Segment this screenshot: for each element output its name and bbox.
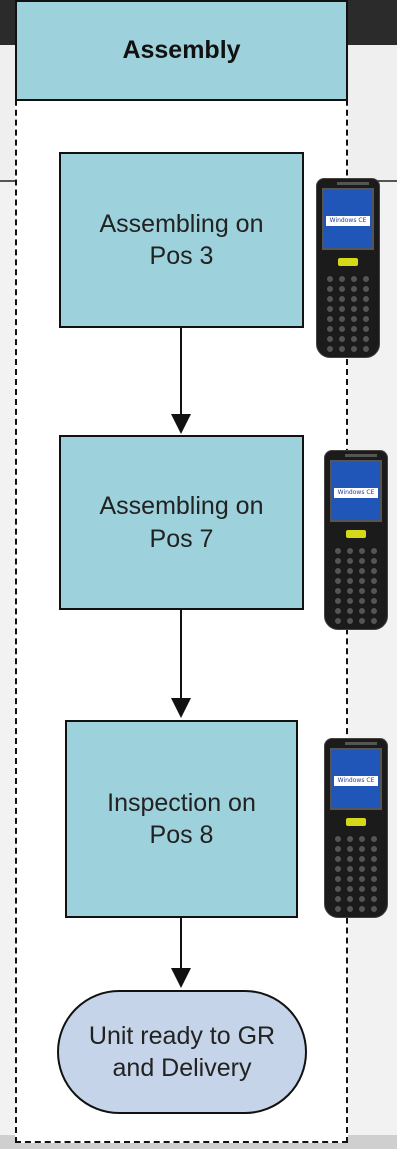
handheld-terminal-icon: Windows CE	[312, 178, 384, 358]
terminator-end: Unit ready to GR and Delivery	[57, 990, 307, 1114]
process-label: Assembling on Pos 7	[99, 492, 264, 553]
device-os-label: Windows CE	[334, 488, 378, 498]
swimlane-header: Assembly	[15, 0, 348, 101]
process-box-pos7: Assembling on Pos 7	[59, 435, 304, 610]
device-os-label: Windows CE	[334, 776, 378, 786]
handheld-terminal-icon: Windows CE	[320, 738, 392, 918]
handheld-terminal-icon: Windows CE	[320, 450, 392, 630]
device-keypad	[332, 834, 380, 912]
process-box-pos8: Inspection on Pos 8	[65, 720, 298, 918]
device-keypad	[324, 274, 372, 352]
device-os-label: Windows CE	[326, 216, 370, 226]
process-box-pos3: Assembling on Pos 3	[59, 152, 304, 328]
swimlane-title: Assembly	[122, 36, 241, 64]
terminator-label: Unit ready to GR and Delivery	[88, 1021, 276, 1083]
process-label: Assembling on Pos 3	[99, 209, 264, 271]
device-keypad	[332, 546, 380, 624]
process-label: Inspection on Pos 8	[107, 788, 256, 850]
